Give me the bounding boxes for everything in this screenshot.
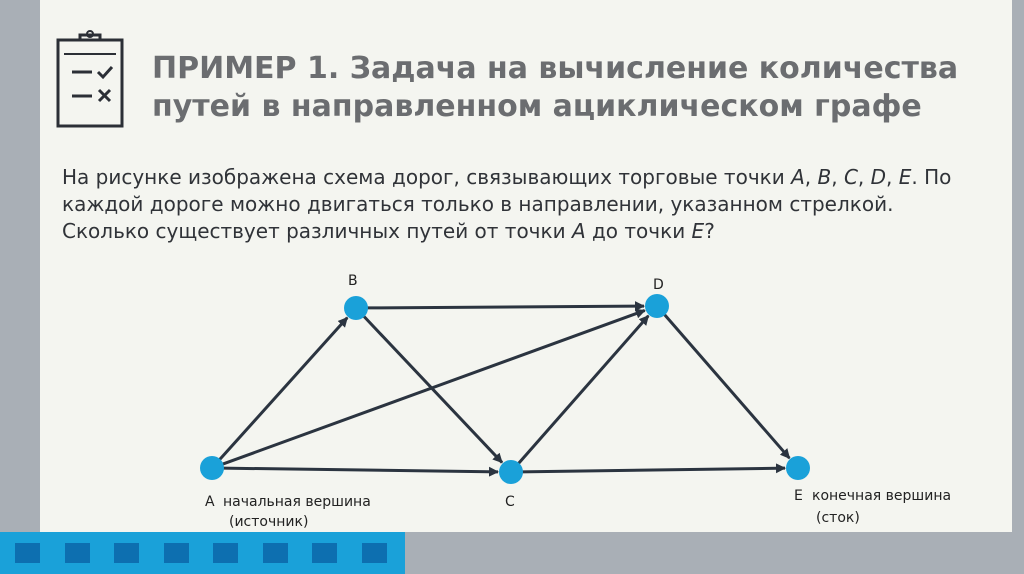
decor-square <box>263 543 288 563</box>
right-frame-strip <box>1012 0 1024 574</box>
sink-caption-note: (сток) <box>816 510 860 526</box>
task-text: На рисунке изображена схема дорог, связы… <box>62 164 982 245</box>
edge-b-d <box>365 301 646 312</box>
decor-square <box>15 543 40 563</box>
separator: , <box>857 165 871 189</box>
source-caption: начальная вершина <box>223 494 371 510</box>
point-name: D <box>870 165 887 189</box>
decor-square <box>65 543 90 563</box>
edge-b-c <box>361 314 504 464</box>
graph-edges <box>217 301 791 477</box>
edge-c-e <box>520 463 787 474</box>
node-label-b: B <box>348 273 358 289</box>
node-label-a: A <box>205 494 215 510</box>
node-b <box>344 296 368 320</box>
separator: , <box>831 165 844 189</box>
clipboard-checklist-icon <box>56 30 124 128</box>
point-name: E <box>691 219 705 243</box>
decor-square <box>213 543 238 563</box>
node-e <box>786 456 810 480</box>
task-text-part: . По каждой дороге можно двигаться тольк… <box>62 165 952 243</box>
node-label-d: D <box>653 277 664 293</box>
decor-square <box>114 543 139 563</box>
slide-background <box>40 0 1012 532</box>
decor-square <box>164 543 189 563</box>
slide-title: ПРИМЕР 1. Задача на вычисление количеств… <box>152 51 959 124</box>
point-name: C <box>843 165 858 189</box>
edge-c-d <box>516 314 650 466</box>
task-text-part: На рисунке изображена схема дорог, связы… <box>62 165 792 189</box>
separator: , <box>804 165 818 189</box>
point-name: E <box>898 165 912 189</box>
decor-square <box>362 543 387 563</box>
task-text-part: до точки <box>585 219 692 243</box>
node-a <box>200 456 224 480</box>
decor-square <box>312 543 337 563</box>
node-label-e: E <box>794 488 803 504</box>
bottom-blue-band <box>0 532 405 574</box>
source-caption-note: (источник) <box>229 514 308 530</box>
node-d <box>645 294 669 318</box>
edge-a-c <box>221 466 500 477</box>
point-name: A <box>571 219 586 243</box>
point-name: A <box>791 165 805 189</box>
graph-nodes <box>200 294 810 484</box>
edge-d-e <box>662 312 791 460</box>
edge-a-b <box>217 316 349 462</box>
point-name: B <box>817 165 832 189</box>
bottom-bar <box>0 532 1024 574</box>
node-label-c: C <box>505 494 515 510</box>
node-c <box>499 460 523 484</box>
task-text-part: ? <box>704 219 715 243</box>
separator: , <box>886 165 899 189</box>
sink-caption: конечная вершина <box>812 488 951 504</box>
